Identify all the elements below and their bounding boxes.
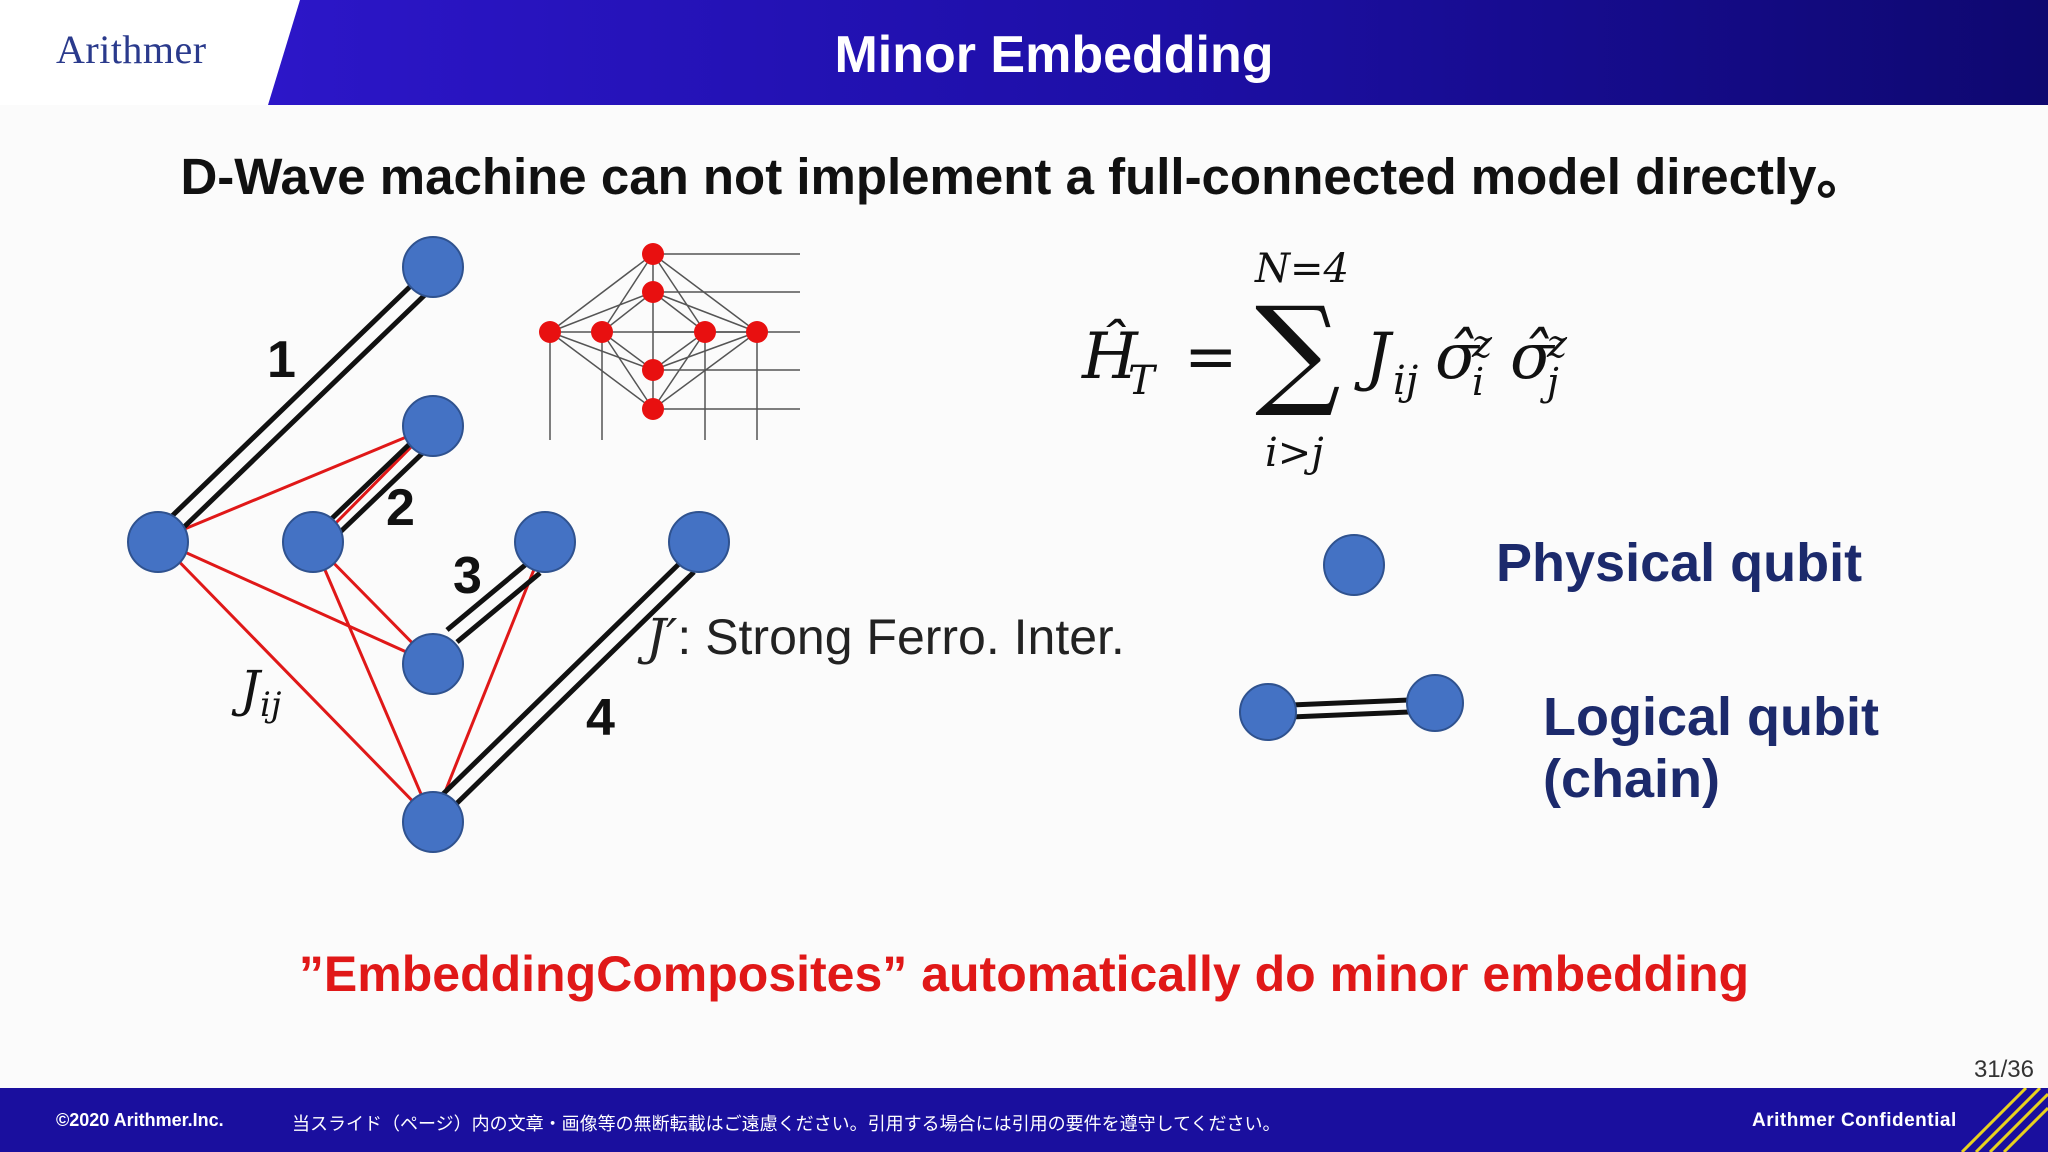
chimera-graph-thumbnail: [539, 243, 800, 440]
footer-notice: 当スライド（ページ）内の文章・画像等の無断転載はご遠慮ください。引用する場合には…: [292, 1114, 1281, 1134]
chain-line-4a: [439, 558, 685, 798]
chain-number-1: 1: [267, 331, 296, 389]
qubit-node: [282, 511, 344, 573]
header-background: [0, 0, 2048, 105]
qubit-node: [668, 511, 730, 573]
slide-title: Minor Embedding: [834, 26, 1274, 84]
hamiltonian-formula: Ĥ T = ∑ N=4 i>j J ij σ̂ z i σ̂ z j: [1080, 240, 1640, 490]
content-background: [0, 105, 2048, 1088]
footer-confidential: Arithmer Confidential: [1752, 1110, 1957, 1131]
coupling-line: [311, 541, 435, 823]
coupling-line: [157, 538, 434, 666]
chain-line-2b: [332, 446, 430, 540]
chain-line-3a: [445, 559, 532, 632]
chain-line-3b: [455, 571, 542, 644]
logical-qubit-icon: [1239, 674, 1464, 741]
formula-sum-upper: N=4: [1255, 246, 1349, 292]
chain-number-2: 2: [386, 479, 415, 537]
formula-sum: ∑: [1255, 282, 1341, 421]
chain-line-1a: [170, 275, 422, 518]
chain-line-4b: [450, 570, 696, 810]
page-number: 31/36: [1973, 1056, 2034, 1083]
formula-sigma-j: σ̂: [1510, 320, 1554, 394]
chain-number-4: 4: [586, 689, 615, 747]
qubit-nodes: [127, 236, 730, 853]
legend-logical-qubit: Logical qubit: [1543, 687, 1879, 747]
slide-subtitle: D-Wave machine can not implement a full-…: [180, 148, 1868, 205]
coupling-lines: [156, 424, 547, 824]
qubit-node: [402, 236, 464, 298]
qubit-node: [127, 511, 189, 573]
coupling-label: Jij: [240, 660, 282, 725]
qubit-node: [514, 511, 576, 573]
coupling-line: [431, 541, 547, 823]
chain-line-1b: [181, 287, 433, 530]
footer-stripes-decoration: [1960, 1088, 2048, 1152]
chain-number-3: 3: [453, 547, 482, 605]
legend-physical-qubit: Physical qubit: [1496, 533, 1863, 593]
physical-qubit-icon: [1323, 534, 1385, 596]
formula-equals: =: [1184, 320, 1238, 394]
qubit-node: [402, 633, 464, 695]
coupling-line: [156, 538, 435, 824]
coupling-line: [157, 424, 434, 542]
footer-bar: ©2020 Arithmer.Inc. 当スライド（ページ）内の文章・画像等の無…: [0, 1088, 2048, 1152]
formula-term: J: [1365, 320, 1391, 394]
formula-lhs-subscript: T: [1128, 358, 1155, 404]
formula-term-subscript: ij: [1393, 358, 1419, 404]
formula-sigma-i-sup: z: [1472, 322, 1493, 366]
embedding-diagram: [127, 236, 1464, 853]
formula-sigma-j-sup: z: [1547, 322, 1568, 366]
qubit-node: [402, 791, 464, 853]
arithmer-logo: Arithmer: [56, 27, 207, 72]
chain-line-2a: [322, 434, 420, 528]
ferro-interaction-label: J′: Strong Ferro. Inter.: [646, 608, 1125, 666]
formula-sigma-i-sub: i: [1472, 360, 1485, 404]
footer-copyright: ©2020 Arithmer.Inc.: [56, 1110, 224, 1130]
formula-sigma-i: σ̂: [1435, 320, 1479, 394]
footer-background: [0, 1088, 2048, 1152]
header-bar: Arithmer Minor Embedding: [0, 0, 2048, 105]
formula-sum-lower: i>j: [1265, 430, 1324, 476]
chain-lines: [170, 275, 696, 810]
embedding-composites-note: ”EmbeddingComposites” automatically do m…: [298, 946, 1750, 1002]
qubit-node: [402, 395, 464, 457]
legend-logical-chain: (chain): [1543, 749, 1721, 809]
formula-sigma-j-sub: j: [1547, 360, 1559, 404]
formula-lhs: Ĥ: [1082, 320, 1138, 394]
